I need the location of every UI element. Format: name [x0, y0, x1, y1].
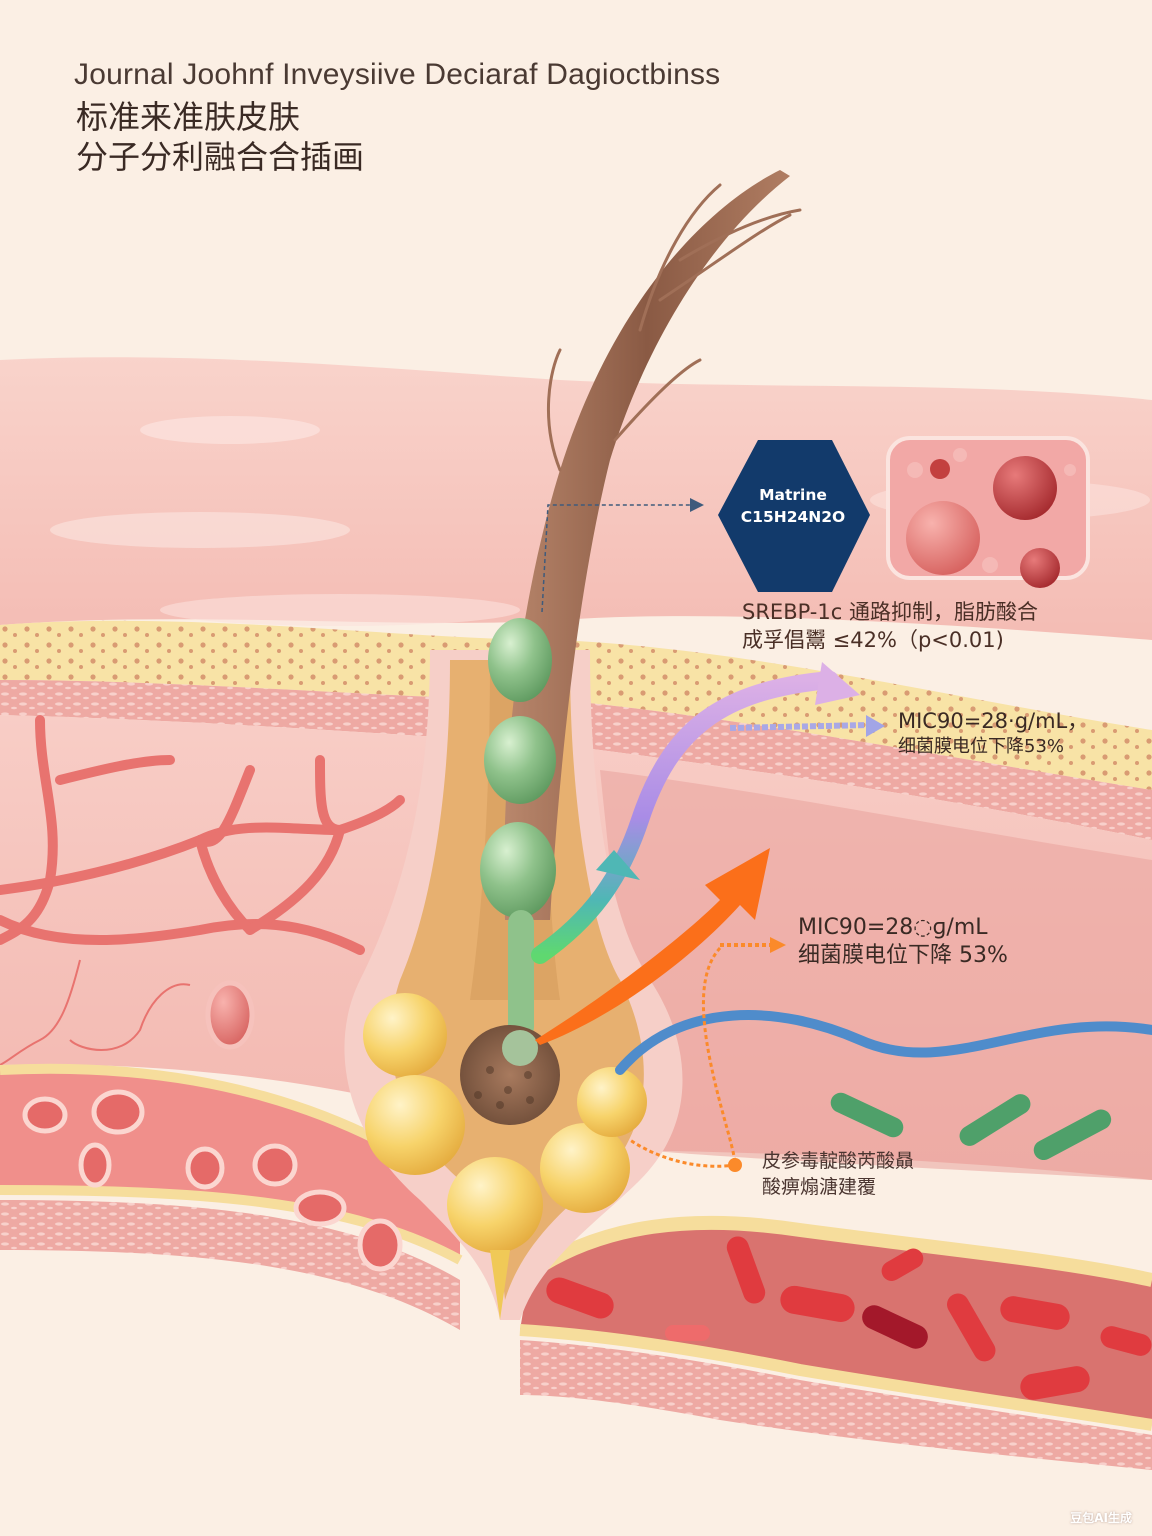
- annotation-line: MIC90=28·g/mL，: [898, 709, 1089, 733]
- annotation-line: 皮参毒靛酸芮酸贔: [762, 1150, 915, 1172]
- matrine-hexagon: [718, 440, 870, 592]
- matrine-label: Matrine C15H24N2O: [718, 484, 868, 528]
- fat-layer: [0, 620, 1152, 790]
- hair-strands: [546, 183, 802, 472]
- green-lobes: [480, 618, 556, 1040]
- annotation-srebp: SREBP-1c 通路抑制，脂肪酸合 成孚倡鬻 ≤42%（p<0.01): [742, 598, 1038, 654]
- annotation-line: SREBP-1c 通路抑制，脂肪酸合: [742, 600, 1038, 624]
- title-zh-line1: 标准来准肤皮肤: [76, 98, 301, 136]
- dashed-connector: [541, 504, 690, 613]
- gland-cell: [205, 980, 255, 1050]
- vessel-cross-sections: [22, 1089, 403, 1272]
- molecule-name: Matrine: [759, 486, 827, 504]
- nerve-fiber: [615, 1010, 1152, 1075]
- green-bacteria: [830, 1092, 1112, 1161]
- tissue-layer: [0, 680, 1152, 840]
- annotation-line: 细菌膜电位下降53%: [898, 736, 1065, 757]
- purple-gradient-arrow: [531, 671, 839, 964]
- annotation-line: MIC90=28◌ɡ/mL: [798, 915, 988, 940]
- annotation-line: 细菌膜电位下降 53%: [798, 943, 1008, 968]
- annotation-mic90-lower: MIC90=28◌ɡ/mL 细菌膜电位下降 53%: [798, 914, 1008, 970]
- annotation-mic90-upper: MIC90=28·g/mL， 细菌膜电位下降53%: [898, 708, 1088, 760]
- red-bacteria: [546, 1236, 1152, 1400]
- title-zh-line2: 分子分利融合合插画: [76, 138, 365, 176]
- molecule-formula: C15H24N2O: [740, 508, 846, 526]
- ai-watermark: 豆包AI生成: [1070, 1511, 1132, 1525]
- annotation-skin-acid: 皮参毒靛酸芮酸贔 酸痹煽溏建覆: [762, 1148, 914, 1200]
- sebaceous-gland: [363, 993, 647, 1320]
- journal-title-en: Journal Joohnf Inveysiive Deciaraf Dagio…: [74, 58, 721, 91]
- orange-arrow: [535, 848, 770, 1045]
- annotation-line: 酸痹煽溏建覆: [762, 1176, 877, 1198]
- blood-vessels: [0, 715, 405, 955]
- orange-dashed-connector: [629, 946, 737, 1168]
- annotation-line: 成孚倡鬻 ≤42%（p<0.01): [742, 628, 1004, 652]
